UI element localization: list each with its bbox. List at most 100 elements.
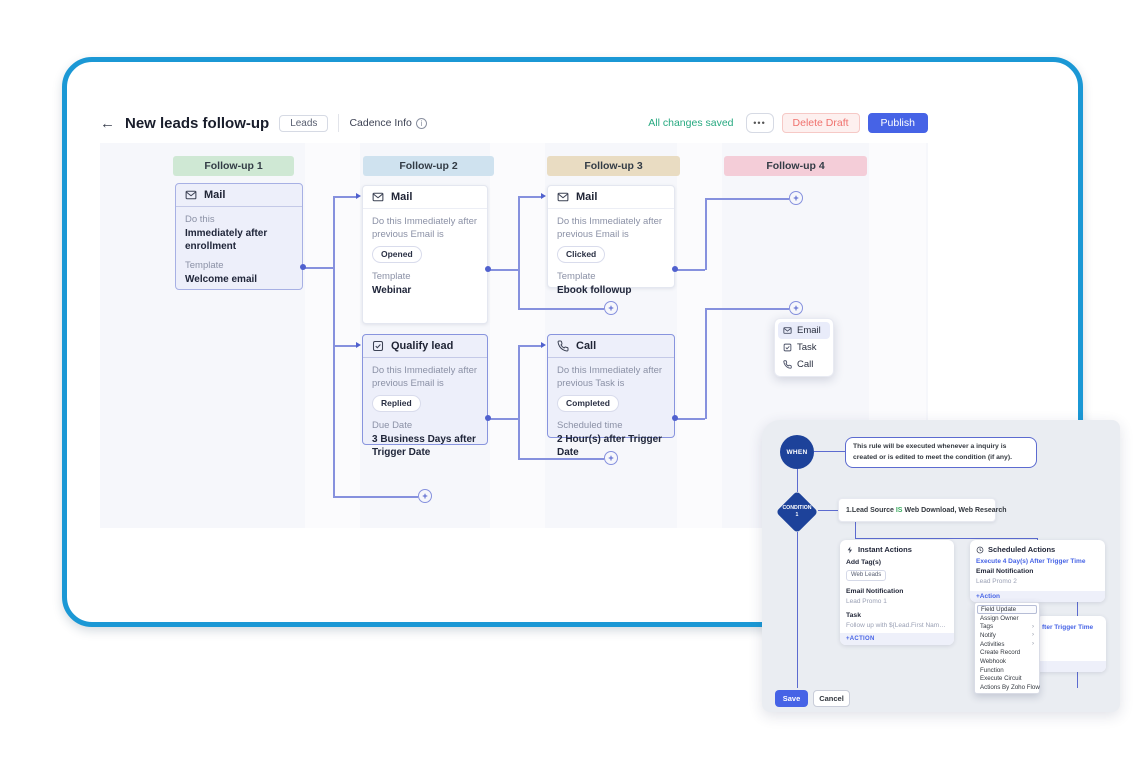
more-options-button[interactable]: ••• <box>745 113 774 133</box>
card-label: Template <box>185 259 224 271</box>
when-node[interactable]: WHEN <box>780 435 814 469</box>
phone-icon <box>783 360 792 369</box>
publish-button[interactable]: Publish <box>867 113 928 133</box>
dropdown-item-label: Create Record <box>980 649 1021 657</box>
card-label: Template <box>372 271 411 283</box>
arrow-icon <box>541 341 546 348</box>
card-condition: Do this Immediately after previous Email… <box>372 365 478 389</box>
column-header-followup3: Follow-up 3 <box>547 156 680 176</box>
submenu-arrow-icon: › <box>1032 641 1034 648</box>
connector-line <box>333 496 418 498</box>
connector-line <box>518 345 520 458</box>
save-button[interactable]: Save <box>775 690 808 707</box>
cadence-card-mail-1[interactable]: Mail Do this Immediately after enrollmen… <box>175 183 303 290</box>
field-label: Task <box>846 612 861 620</box>
add-action-link[interactable]: +Action <box>970 591 1105 602</box>
header-divider <box>338 114 340 132</box>
dropdown-item[interactable]: Activities› <box>977 640 1037 649</box>
menu-item-label: Task <box>797 342 817 353</box>
cadence-card-mail-2[interactable]: Mail Do this Immediately after previous … <box>362 185 488 324</box>
card-condition: Do this Immediately after previous Task … <box>557 365 663 389</box>
connector-line <box>333 196 335 497</box>
field-label: Add Tag(s) <box>846 559 881 566</box>
connector-line <box>488 269 518 271</box>
connector-line <box>333 345 356 347</box>
add-action-link[interactable] <box>1036 661 1106 672</box>
menu-item-call[interactable]: Call <box>778 356 830 373</box>
box-title: Instant Actions <box>858 545 912 554</box>
condition-node[interactable]: CONDITION 1 <box>775 490 819 534</box>
add-step-button[interactable] <box>418 489 432 503</box>
connector-line <box>518 308 604 310</box>
add-step-button[interactable] <box>789 191 803 205</box>
menu-item-task[interactable]: Task <box>778 339 830 356</box>
dropdown-item[interactable]: Function <box>977 666 1037 675</box>
cadence-card-call[interactable]: Call Do this Immediately after previous … <box>547 334 675 458</box>
add-action-link[interactable]: +ACTION <box>840 633 954 645</box>
mail-icon <box>557 192 569 202</box>
connector-line <box>705 308 789 310</box>
mail-icon <box>185 190 197 200</box>
instant-actions-box[interactable]: Instant Actions Add Tag(s) Web Leads Ema… <box>840 540 954 645</box>
dropdown-item[interactable]: Notify› <box>977 631 1037 640</box>
connector-dot <box>672 266 678 272</box>
condition-number: 1 <box>795 512 799 518</box>
card-value: Ebook followup <box>557 284 632 296</box>
dropdown-item[interactable]: Tags› <box>977 622 1037 631</box>
dropdown-item-label: Function <box>980 666 1004 674</box>
dropdown-item-label: Field Update <box>981 605 1017 613</box>
task-icon <box>783 343 792 352</box>
add-step-button[interactable] <box>604 301 618 315</box>
cadence-card-qualify-lead[interactable]: Qualify lead Do this Immediately after p… <box>362 334 488 458</box>
box-title: Scheduled Actions <box>988 545 1056 554</box>
connector-line <box>488 418 518 420</box>
column-gap <box>490 143 545 528</box>
add-step-button[interactable] <box>604 451 618 465</box>
save-status-text: All changes saved <box>648 117 734 129</box>
field-value: Lead Promo 1 <box>846 598 887 606</box>
back-arrow-icon[interactable]: ← <box>100 114 115 132</box>
connector-line <box>675 269 705 271</box>
card-value: Webinar <box>372 284 412 296</box>
column-header-followup2: Follow-up 2 <box>363 156 494 176</box>
status-chip: Replied <box>372 394 421 413</box>
scheduled-actions-box[interactable]: Scheduled Actions Execute 4 Day(s) After… <box>970 540 1105 602</box>
connector-line <box>675 418 705 420</box>
info-icon[interactable]: i <box>415 117 427 129</box>
dropdown-item[interactable]: Create Record <box>977 648 1037 657</box>
dropdown-item[interactable]: Assign Owner <box>977 614 1037 623</box>
module-chip[interactable]: Leads <box>279 114 329 132</box>
dropdown-item[interactable]: Field Update <box>977 605 1037 614</box>
mail-icon <box>372 192 384 202</box>
dropdown-item[interactable]: Actions By Zoho Flow <box>977 683 1040 692</box>
dropdown-item-label: Assign Owner <box>980 614 1019 622</box>
dropdown-item[interactable]: Execute Circuit <box>977 675 1037 684</box>
connector-line <box>705 308 707 419</box>
add-step-button[interactable] <box>789 301 803 315</box>
status-chip: Opened <box>372 245 422 264</box>
menu-item-email[interactable]: Email <box>778 322 830 339</box>
cancel-button[interactable]: Cancel <box>813 690 850 707</box>
card-value: 3 Business Days after Trigger Date <box>372 433 476 458</box>
menu-item-label: Email <box>797 325 821 336</box>
connector-line <box>518 345 541 347</box>
card-title: Qualify lead <box>391 340 454 352</box>
cadence-canvas: Follow-up 1 Follow-up 2 Follow-up 3 Foll… <box>100 143 928 528</box>
card-label: Do this <box>185 214 215 225</box>
connector-line <box>518 196 541 198</box>
lightning-icon <box>847 546 853 553</box>
submenu-arrow-icon: › <box>1032 632 1034 639</box>
delete-draft-button[interactable]: Delete Draft <box>781 113 860 133</box>
condition-criteria-box[interactable]: 1.Lead Source IS Web Download, Web Resea… <box>838 498 1007 522</box>
cadence-card-mail-3[interactable]: Mail Do this Immediately after previous … <box>547 185 675 296</box>
scheduled-actions-box-2[interactable]: fter Trigger Time <box>1036 616 1106 672</box>
arrow-icon <box>541 192 546 199</box>
connector-line <box>518 458 604 460</box>
execute-timing-text: Execute 4 Day(s) After Trigger Time <box>976 558 1086 565</box>
connector-line <box>818 510 838 511</box>
cadence-info-link[interactable]: Cadence Info i <box>349 117 427 129</box>
dropdown-item[interactable]: Webhook <box>977 657 1037 666</box>
field-value: Follow up with ${Lead.First Name}... <box>846 622 946 630</box>
arrow-icon <box>356 192 361 199</box>
